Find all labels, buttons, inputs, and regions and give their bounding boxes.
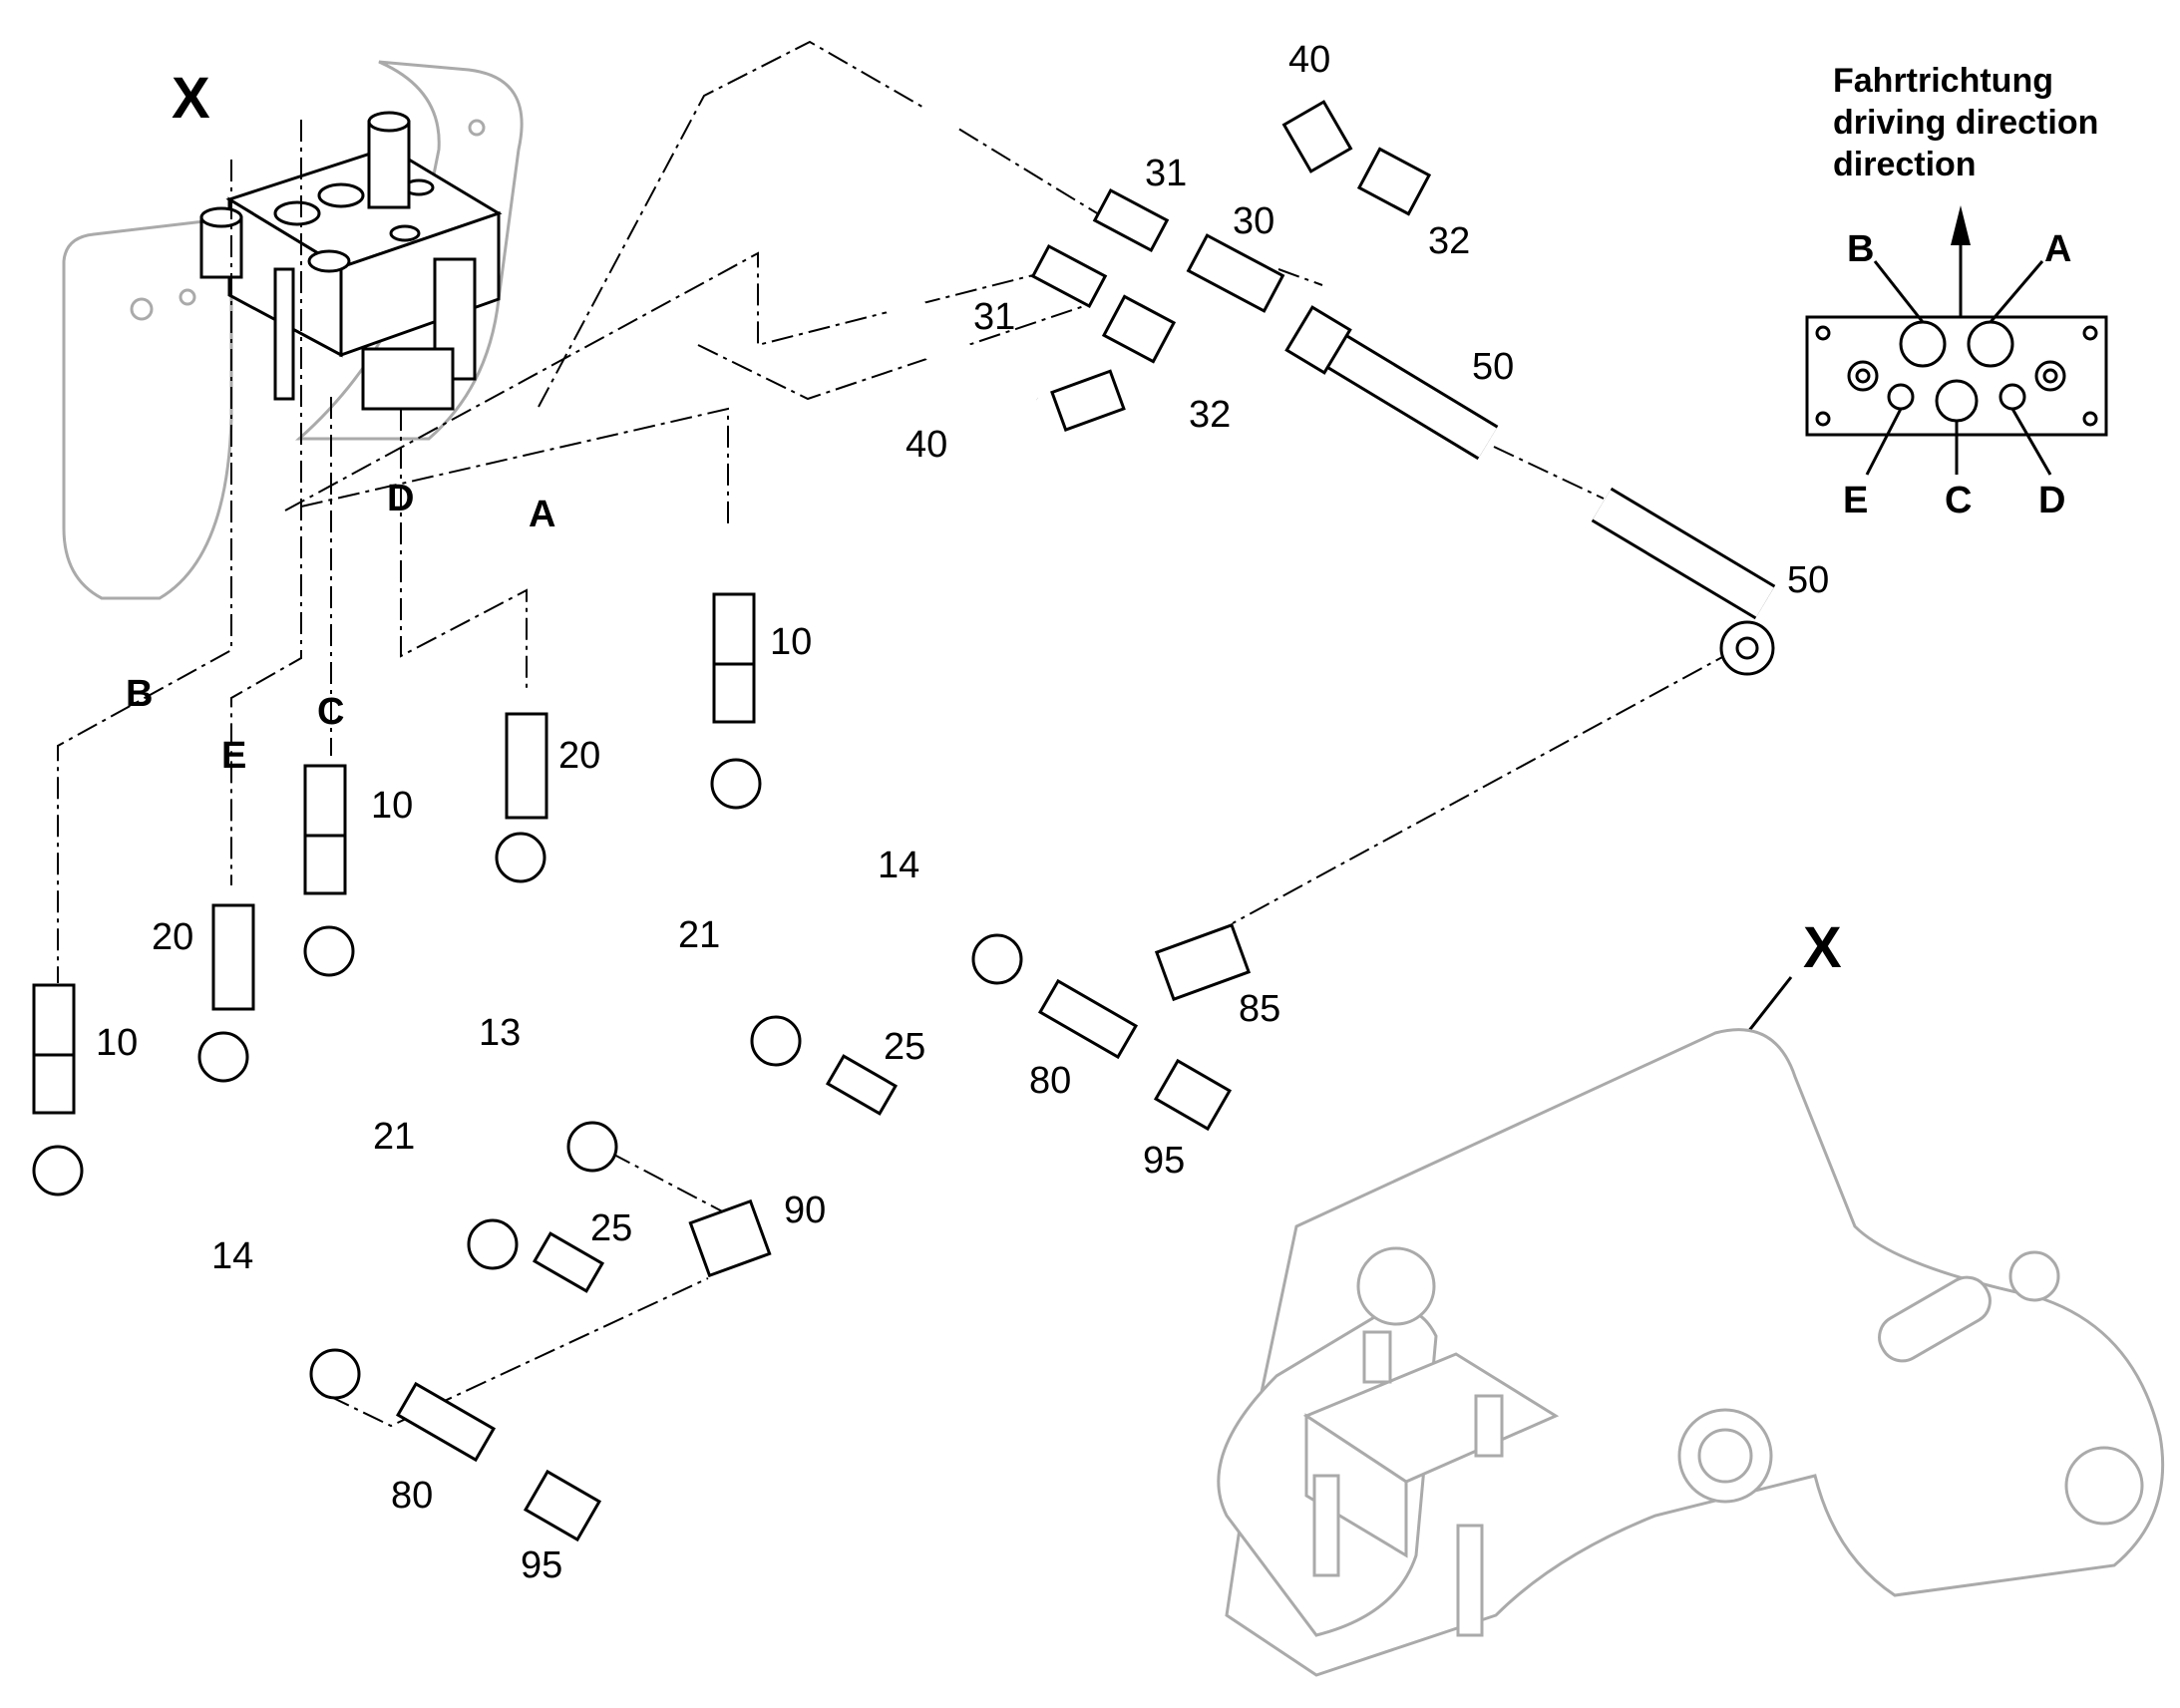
coupler-frame xyxy=(1225,1028,2165,1677)
label-95-left: 95 xyxy=(521,1544,562,1586)
legend-port-b: B xyxy=(1847,228,1874,270)
hose-40-assembly: 40 40 xyxy=(868,26,1353,466)
connection-letter-e: E xyxy=(221,735,246,777)
label-40-upper: 40 xyxy=(1288,39,1330,81)
hose-50-assembly: 50 50 xyxy=(1284,305,1829,676)
coupler-10-left: 10 xyxy=(32,983,138,1115)
legend-port-a: A xyxy=(2044,228,2071,270)
label-50-lower: 50 xyxy=(1787,559,1829,601)
connection-letter-d: D xyxy=(387,478,414,519)
fitting-32-lower xyxy=(1101,294,1177,364)
hose-50-nut-upper xyxy=(1284,305,1352,375)
manifold-side xyxy=(339,210,501,358)
detail-view-mark: X xyxy=(172,66,210,131)
label-85: 85 xyxy=(1239,988,1280,1030)
leader-lines: A B C D E xyxy=(57,40,1736,1428)
label-30: 30 xyxy=(1233,200,1274,242)
cap-95-left: 95 xyxy=(521,1469,602,1586)
label-20-right: 20 xyxy=(558,735,600,777)
label-32-lower: 32 xyxy=(1189,394,1231,436)
label-25-left: 25 xyxy=(590,1207,632,1249)
direction-title-de: Fahrtrichtung xyxy=(1833,62,2053,100)
label-50-upper: 50 xyxy=(1472,346,1514,388)
label-95-right: 95 xyxy=(1143,1140,1185,1182)
label-14-right: 14 xyxy=(878,845,919,886)
coupler-10-right: 10 xyxy=(712,592,812,724)
port-c-hole xyxy=(1935,379,1979,423)
fitting-31-a xyxy=(1092,187,1170,253)
label-31-b: 31 xyxy=(973,296,1015,338)
legend-port-e: E xyxy=(1843,480,1868,521)
fittings-31-32-30: 31 31 30 32 32 xyxy=(973,147,1470,436)
label-10-left: 10 xyxy=(96,1022,138,1064)
port-d-hole xyxy=(1998,383,2026,411)
legend-port-c: C xyxy=(1945,480,1972,521)
connection-letter-b: B xyxy=(126,673,153,715)
hose-14-left: 14 xyxy=(32,1145,361,1400)
fitting-31-b xyxy=(1030,243,1108,309)
overview-view-mark: X xyxy=(1803,915,1842,980)
label-10-middle: 10 xyxy=(371,785,413,827)
quick-coupler-overview: X xyxy=(1217,915,2165,1677)
coupler-top-a xyxy=(367,120,411,209)
label-32-upper: 32 xyxy=(1428,220,1470,262)
elbow-90: 90 xyxy=(688,1190,826,1278)
legend-port-d: D xyxy=(2038,480,2065,521)
adapter-20-right: 20 xyxy=(505,712,600,820)
direction-legend: Fahrtrichtung driving direction directio… xyxy=(1805,62,2108,521)
hose-21-right: 21 xyxy=(495,832,802,1067)
adapter-20-left: 20 xyxy=(152,903,255,1011)
label-25-right: 25 xyxy=(884,1026,925,1068)
hose-14-right: 14 xyxy=(710,758,1023,985)
hose-13: 13 xyxy=(303,925,618,1173)
port-b-hole xyxy=(1899,320,1947,368)
label-90: 90 xyxy=(784,1190,826,1231)
label-20-left: 20 xyxy=(152,916,193,958)
label-13: 13 xyxy=(479,1012,521,1054)
label-80-left: 80 xyxy=(391,1475,433,1517)
tee-80-left: 80 xyxy=(391,1381,497,1517)
spring-stack-a xyxy=(273,267,295,401)
direction-title-en: driving direction xyxy=(1833,104,2098,142)
hose-21-left: 21 xyxy=(197,1031,519,1270)
label-14-left: 14 xyxy=(211,1235,253,1277)
port-e-hole xyxy=(1887,383,1915,411)
hose-40-nut-lower xyxy=(1050,369,1126,432)
port-a-hole xyxy=(1967,320,2014,368)
connection-letter-c: C xyxy=(317,691,344,733)
direction-arrowhead-icon xyxy=(1951,205,1971,245)
plug-25-left: 25 xyxy=(532,1207,632,1293)
coupler-10-middle: 10 xyxy=(303,764,413,895)
label-21-left: 21 xyxy=(373,1116,415,1158)
fitting-85: 85 xyxy=(1154,922,1280,1030)
valve-body-lower xyxy=(361,347,455,411)
tee-80-right: 80 xyxy=(1029,978,1139,1102)
fitting-32-upper xyxy=(1356,147,1432,216)
label-21-right: 21 xyxy=(678,914,720,956)
coupler-slot xyxy=(1878,1275,1992,1363)
connection-letter-a: A xyxy=(529,494,555,535)
label-40-lower: 40 xyxy=(906,424,947,466)
direction-title-en2: direction xyxy=(1833,146,1977,183)
hose-40-nut-upper xyxy=(1281,100,1353,173)
label-10-right: 10 xyxy=(770,621,812,663)
cap-95-right: 95 xyxy=(1143,1058,1233,1182)
label-80-right: 80 xyxy=(1029,1060,1071,1102)
label-31-a: 31 xyxy=(1145,153,1187,194)
valve-block-detail: X xyxy=(62,60,524,600)
tee-30 xyxy=(1186,233,1285,313)
plug-25-right: 25 xyxy=(825,1026,925,1116)
